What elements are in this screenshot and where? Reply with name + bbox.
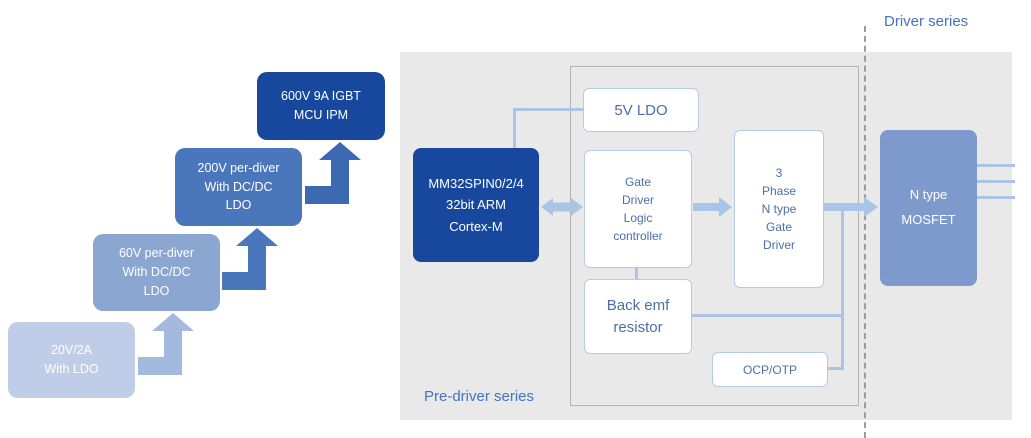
driver-series-label: Driver series [884, 13, 969, 30]
connector-gate-logic-to-back-emf [635, 266, 638, 279]
controller-frame [570, 66, 859, 406]
connector-ocp-otp-horizontal [826, 367, 844, 370]
arrow-gate-to-phase-driver-icon [693, 197, 732, 217]
ocp-otp-box: OCP/OTP [712, 352, 828, 387]
connector-mcu-to-5v-ldo-vertical [513, 108, 516, 148]
pre-driver-series-label: Pre-driver series [424, 388, 535, 405]
connector-feedback-bus-vertical [841, 208, 844, 370]
connector-mcu-to-5v-ldo-horizontal [513, 108, 583, 111]
driver-series-divider [864, 26, 866, 438]
step-up-arrow-60v-to-200v-icon [222, 228, 278, 290]
mosfet-output-line-2 [977, 180, 1015, 183]
arrow-mcu-gate-bidirectional-icon [541, 198, 583, 216]
ldo-5v-box: 5V LDO [583, 88, 699, 132]
mosfet-output-line-1 [977, 164, 1015, 167]
arrow-phase-driver-to-mosfet-icon [824, 197, 878, 217]
connector-back-emf-horizontal [690, 314, 844, 317]
step-up-arrow-200v-to-600v-icon [305, 142, 361, 204]
mosfet-output-line-3 [977, 196, 1015, 199]
step-up-arrow-20v-to-60v-icon [138, 313, 194, 375]
